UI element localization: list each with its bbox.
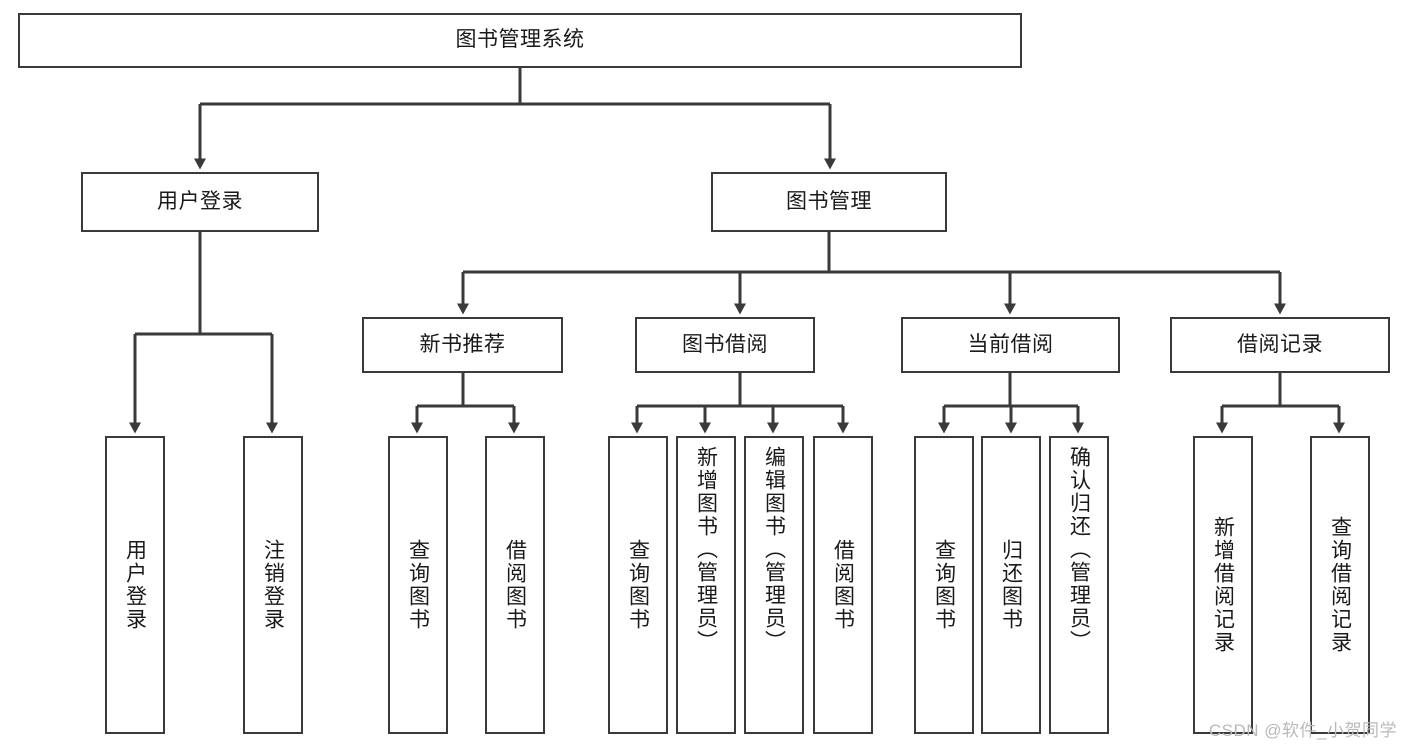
node-borrow-record-label: 借阅记录 — [1237, 332, 1323, 356]
leaf-confirm-return-label: 确认归还（管理员） — [1067, 446, 1091, 653]
leaf-borrow-book-1[interactable]: 借阅图书 — [485, 436, 545, 734]
node-root[interactable]: 图书管理系统 — [18, 13, 1022, 68]
edges-newbook-to-leaves — [411, 373, 520, 434]
leaf-query-record-label: 查询借阅记录 — [1328, 516, 1352, 654]
node-current-borrow-label: 当前借阅 — [967, 332, 1054, 356]
leaf-query-book-1[interactable]: 查询图书 — [388, 436, 448, 734]
leaf-query-book-2-label: 查询图书 — [626, 539, 650, 631]
node-borrow-record[interactable]: 借阅记录 — [1170, 317, 1390, 373]
leaf-add-record-label: 新增借阅记录 — [1211, 516, 1235, 654]
leaf-logout-login-label: 注销登录 — [261, 539, 285, 631]
leaf-confirm-return[interactable]: 确认归还（管理员） — [1049, 436, 1109, 734]
leaf-query-record[interactable]: 查询借阅记录 — [1310, 436, 1370, 734]
leaf-return-book[interactable]: 归还图书 — [981, 436, 1041, 734]
leaf-return-book-label: 归还图书 — [999, 539, 1023, 631]
node-root-label: 图书管理系统 — [455, 28, 585, 52]
leaf-user-login-label: 用户登录 — [123, 539, 147, 631]
leaf-query-book-3[interactable]: 查询图书 — [914, 436, 974, 734]
edges-borrowrecord-to-leaves — [1216, 373, 1345, 434]
leaf-edit-book[interactable]: 编辑图书（管理员） — [744, 436, 804, 734]
node-current-borrow[interactable]: 当前借阅 — [901, 317, 1120, 373]
leaf-add-book[interactable]: 新增图书（管理员） — [676, 436, 736, 734]
leaf-query-book-2[interactable]: 查询图书 — [608, 436, 668, 734]
edges-bookmanage-to-level3 — [457, 232, 1286, 315]
leaf-borrow-book-1-label: 借阅图书 — [503, 539, 527, 631]
edges-root-to-level2 — [194, 68, 836, 170]
node-book-manage[interactable]: 图书管理 — [711, 172, 947, 232]
node-new-book-recommend-label: 新书推荐 — [419, 332, 506, 356]
node-book-manage-label: 图书管理 — [786, 189, 872, 213]
node-book-borrow-label: 图书借阅 — [682, 332, 768, 356]
leaf-query-book-1-label: 查询图书 — [406, 539, 430, 631]
node-user-login[interactable]: 用户登录 — [81, 172, 319, 232]
leaf-add-book-label: 新增图书（管理员） — [694, 446, 718, 653]
edges-bookborrow-to-leaves — [631, 373, 849, 434]
node-book-borrow[interactable]: 图书借阅 — [635, 317, 815, 373]
leaf-borrow-book-2-label: 借阅图书 — [831, 539, 855, 631]
leaf-query-book-3-label: 查询图书 — [932, 539, 956, 631]
edges-currentborrow-to-leaves — [938, 373, 1084, 434]
node-new-book-recommend[interactable]: 新书推荐 — [362, 317, 563, 373]
leaf-edit-book-label: 编辑图书（管理员） — [762, 446, 786, 653]
leaf-borrow-book-2[interactable]: 借阅图书 — [813, 436, 873, 734]
edges-userlogin-to-leaves — [129, 232, 278, 434]
leaf-logout-login[interactable]: 注销登录 — [243, 436, 303, 734]
node-user-login-label: 用户登录 — [157, 189, 243, 213]
leaf-add-record[interactable]: 新增借阅记录 — [1193, 436, 1253, 734]
leaf-user-login[interactable]: 用户登录 — [105, 436, 165, 734]
